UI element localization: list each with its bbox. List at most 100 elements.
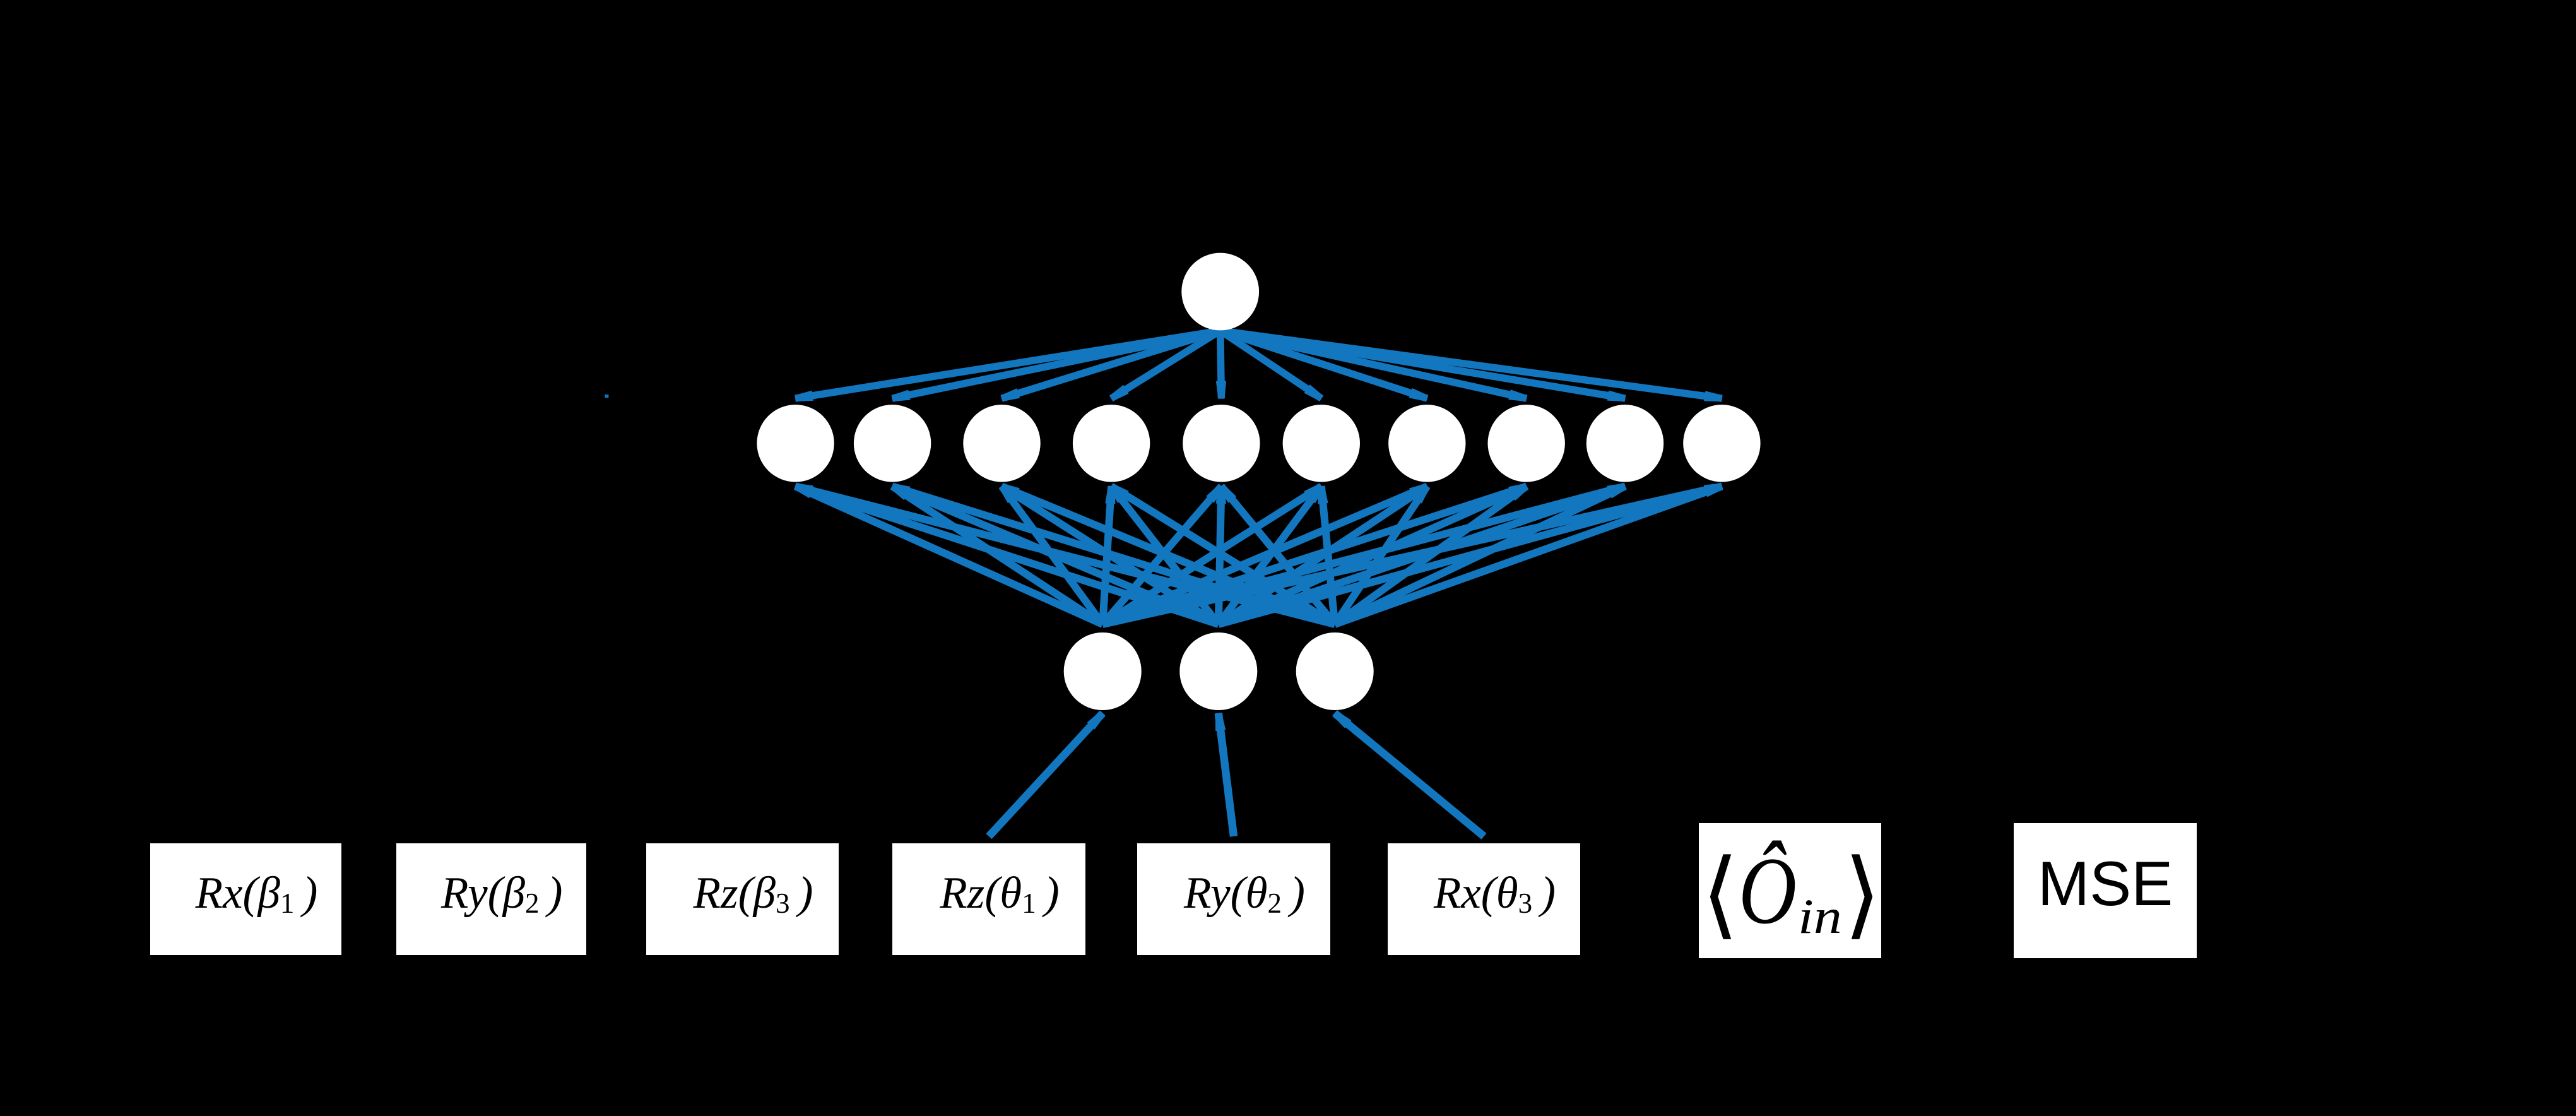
gate-argument: θ — [1496, 869, 1518, 918]
edge-input-hidden-head — [794, 483, 814, 496]
edge-input-hidden — [1333, 482, 1723, 628]
gate-label: Rx(θ3) — [1433, 867, 1556, 919]
gate-box-rx-3: Rx(θ3) — [1388, 843, 1580, 955]
gate-box-ry-2: Ry(β2) — [396, 843, 586, 955]
gate-label: Rz(θ1) — [940, 867, 1060, 919]
gate-subscript: 1 — [280, 887, 295, 919]
edge-output-hidden — [1218, 328, 1323, 401]
gate-close-paren: ) — [302, 867, 318, 918]
hidden-node — [963, 405, 1041, 482]
edge-gate-input — [1332, 710, 1487, 840]
edge-output-hidden-head — [1607, 390, 1626, 402]
edge-output-hidden-head — [1409, 388, 1429, 401]
edge-input-hidden — [1332, 483, 1529, 627]
gate-argument: θ — [1000, 869, 1022, 918]
edge-input-hidden — [795, 482, 1336, 628]
gate-open-paren: ( — [1480, 867, 1496, 918]
edge-gate-input — [1214, 713, 1238, 837]
edge-output-hidden — [1219, 327, 1723, 402]
gate-box-ry-2: Ry(θ2) — [1137, 843, 1330, 955]
gate-close-paren: ) — [547, 867, 563, 918]
gate-box-rz-1: Rz(θ1) — [892, 843, 1085, 955]
gate-argument: β — [753, 869, 776, 918]
gate-label: Rx(β1) — [195, 867, 318, 919]
edge-output-hidden — [1000, 327, 1222, 402]
edge-output-hidden-head — [795, 390, 813, 402]
edge-input-hidden — [1109, 483, 1337, 628]
hidden-node — [1072, 405, 1150, 482]
hidden-node — [1388, 405, 1466, 482]
bra-bracket: ⟨ — [1701, 838, 1739, 949]
gate-name: Ry — [1184, 869, 1231, 918]
gate-close-paren: ) — [1290, 867, 1305, 918]
edge-output-hidden-head — [891, 389, 911, 402]
gate-subscript: 3 — [775, 887, 790, 919]
mse-label: MSE — [2037, 848, 2173, 918]
gate-box-rx-1: Rx(β1) — [150, 843, 341, 955]
gate-close-paren: ) — [1044, 867, 1060, 918]
edge-output-hidden-head — [1304, 384, 1324, 401]
gate-subscript: 2 — [524, 887, 540, 919]
edge-output-hidden-head — [1109, 384, 1129, 401]
edge-input-hidden — [891, 482, 1336, 628]
edge-input-hidden-head — [1703, 483, 1723, 497]
gate-subscript: 3 — [1518, 887, 1533, 919]
edge-output-hidden-head — [1000, 388, 1020, 402]
gate-box-rz-3: Rz(β3) — [646, 843, 839, 955]
edge-input-hidden — [1317, 485, 1339, 625]
gate-argument: β — [502, 869, 525, 918]
gate-name: Rz — [693, 869, 738, 918]
edge-gate-input-head — [1087, 711, 1106, 730]
edge-input-hidden-head — [1318, 485, 1328, 504]
edge-input-hidden-head — [1109, 483, 1129, 500]
gate-name: Rx — [1433, 869, 1481, 918]
observable-label: ⟨Ôin⟩ — [1701, 838, 1881, 949]
edge-output-hidden-head — [1215, 380, 1227, 399]
hidden-node — [853, 405, 931, 482]
gate-label: Ry(β2) — [441, 867, 563, 919]
hidden-node — [757, 405, 834, 482]
hidden-node — [1487, 405, 1565, 482]
edge-input-hidden — [794, 482, 1220, 628]
gate-open-paren: ( — [738, 867, 753, 918]
hidden-node — [1183, 405, 1260, 482]
ket-bracket: ⟩ — [1843, 838, 1881, 949]
observable-subscript: in — [1798, 889, 1842, 944]
gate-open-paren: ( — [487, 867, 503, 918]
gate-argument: θ — [1245, 869, 1268, 918]
blue-speck — [605, 395, 609, 398]
edge-input-hidden-head — [1219, 484, 1236, 503]
observable-box: ⟨Ôin⟩ — [1699, 823, 1881, 958]
gate-name: Ry — [441, 869, 488, 918]
edge-input-hidden — [1333, 483, 1627, 628]
edge-output-hidden-head — [1704, 391, 1723, 402]
gate-name: Rx — [195, 869, 243, 918]
input-node — [1296, 632, 1374, 710]
gate-close-paren: ) — [1540, 867, 1556, 918]
edge-output-hidden-head — [1508, 389, 1528, 402]
hidden-node — [1683, 405, 1761, 482]
gate-name: Rz — [940, 869, 985, 918]
hidden-node — [1586, 405, 1664, 482]
output-node — [1181, 252, 1260, 331]
gate-open-paren: ( — [1230, 867, 1246, 918]
gate-open-paren: ( — [984, 867, 1000, 918]
input-node — [1179, 632, 1258, 710]
gate-subscript: 1 — [1022, 887, 1036, 919]
gate-label: Rz(β3) — [693, 867, 813, 919]
edge-gate-input-head — [1215, 712, 1226, 732]
edge-input-hidden-head — [1413, 484, 1430, 504]
observable-operator: Ô — [1739, 838, 1797, 944]
edge-input-hidden-head — [1000, 483, 1020, 498]
edge-input-hidden — [1332, 484, 1431, 627]
edge-gate-input — [986, 710, 1106, 840]
gate-argument: β — [257, 869, 280, 918]
gate-close-paren: ) — [798, 867, 813, 918]
gate-subscript: 2 — [1267, 887, 1282, 919]
gate-open-paren: ( — [242, 867, 258, 918]
mse-box: MSE — [2014, 823, 2197, 958]
edge-output-hidden — [1109, 328, 1222, 401]
hidden-node — [1282, 405, 1360, 482]
